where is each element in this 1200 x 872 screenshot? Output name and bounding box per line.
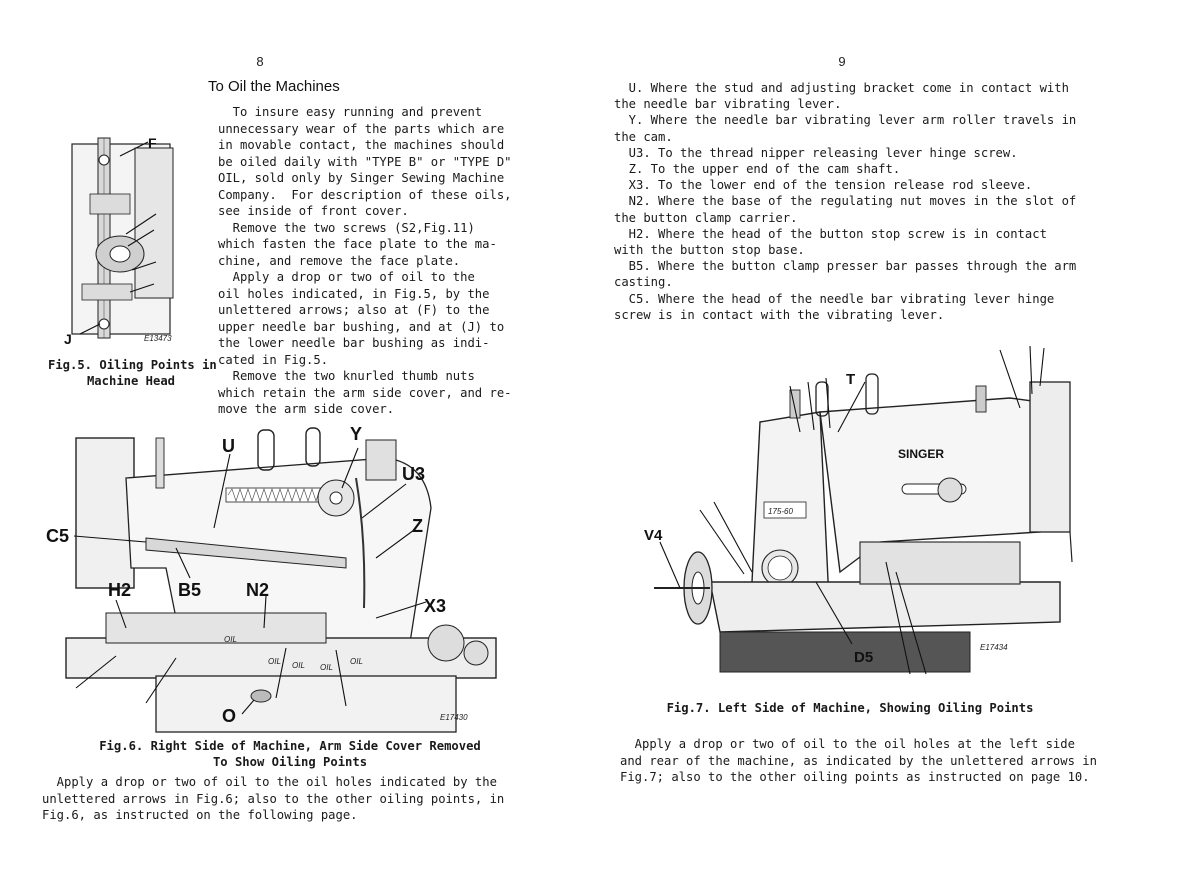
fig5-code: E13473 bbox=[144, 334, 172, 343]
fig5-illustration: F J E13473 bbox=[64, 135, 174, 347]
caption-line: To Show Oiling Points bbox=[212, 755, 368, 769]
list-line: the cam. bbox=[614, 129, 673, 144]
fig7-caption: Fig.7. Left Side of Machine, Showing Oil… bbox=[666, 701, 1034, 715]
text-line: unlettered arrows; also at (F) to the bbox=[218, 303, 490, 317]
oil-mark: OIL bbox=[292, 661, 305, 670]
fig6-label-y: Y bbox=[350, 424, 362, 444]
fig6-label-u: U bbox=[222, 436, 235, 456]
fig7-label-v4: V4 bbox=[644, 527, 663, 544]
list-line: C5. Where the head of the needle bar vib… bbox=[614, 291, 1055, 306]
text-line: cated in Fig.5. bbox=[218, 352, 329, 367]
list-line: B5. Where the button clamp presser bar p… bbox=[614, 259, 1077, 274]
caption-line: Fig.6. Right Side of Machine, Arm Side C… bbox=[99, 739, 481, 753]
text-line: the lower needle bar bushing as indi- bbox=[218, 336, 490, 350]
right-page: 9 U. Where the stud and adjusting bracke… bbox=[600, 0, 1200, 872]
fig5-label-f: F bbox=[148, 135, 157, 151]
caption-line: Fig.5. Oiling Points in bbox=[48, 358, 217, 372]
section-heading: To Oil the Machines bbox=[208, 78, 340, 95]
page-number-right: 9 bbox=[838, 54, 846, 69]
text-line: which retain the arm side cover, and re- bbox=[218, 385, 512, 400]
fig7-brand: SINGER bbox=[898, 447, 944, 461]
left-outro-paragraph: Apply a drop or two of oil to the oil ho… bbox=[42, 774, 504, 824]
text-line: which fasten the face plate to the ma- bbox=[218, 237, 497, 251]
fig6-caption: Fig.6. Right Side of Machine, Arm Side C… bbox=[40, 738, 540, 770]
fig5-label-j: J bbox=[64, 331, 72, 347]
fig6-label-x3: X3 bbox=[424, 596, 446, 616]
list-line: X3. To the lower end of the tension rele… bbox=[614, 178, 1033, 193]
text-line: be oiled daily with "TYPE B" or "TYPE D" bbox=[218, 154, 512, 169]
text-line: Fig.6, as instructed on the following pa… bbox=[42, 808, 358, 822]
fig5-caption: Fig.5. Oiling Points in Machine Head bbox=[48, 357, 217, 389]
fig5-machine-head: F J E13473 bbox=[60, 134, 210, 349]
oil-mark: OIL bbox=[268, 657, 281, 666]
fig6-label-b5: B5 bbox=[178, 580, 201, 600]
text-line: unnecessary wear of the parts which are bbox=[218, 121, 505, 136]
fig6-label-z: Z bbox=[412, 516, 423, 536]
fig7-left-side: SINGER 175-60 bbox=[640, 342, 1080, 690]
list-line: the needle bar vibrating lever. bbox=[614, 97, 842, 112]
text-line: Remove the two screws (S2,Fig.11) bbox=[218, 220, 475, 235]
fig7-illustration: SINGER 175-60 bbox=[644, 345, 1073, 675]
intro-paragraphs: To insure easy running and prevent unnece… bbox=[218, 104, 512, 418]
fig7-code: E17434 bbox=[980, 643, 1008, 652]
text-line: and rear of the machine, as indicated by… bbox=[620, 753, 1097, 768]
left-page: 8 To Oil the Machines To insure easy run… bbox=[40, 54, 540, 824]
text-line: Apply a drop or two of oil to the oil ho… bbox=[620, 737, 1075, 751]
fig6-label-o: O bbox=[222, 706, 236, 726]
text-line: OIL, sold only by Singer Sewing Machine bbox=[218, 171, 505, 185]
fig7-label-d5: D5 bbox=[854, 649, 873, 666]
list-line: Y. Where the needle bar vibrating lever … bbox=[614, 113, 1077, 128]
fig6-illustration: OIL OIL OIL OIL OIL U Y U3 C5 Z H2 B5 N2… bbox=[46, 424, 497, 733]
oil-mark: OIL bbox=[224, 635, 237, 644]
text-line: upper needle bar bushing, and at (J) to bbox=[218, 319, 505, 334]
right-outro-paragraph: Apply a drop or two of oil to the oil ho… bbox=[620, 736, 1097, 786]
list-line: H2. Where the head of the button stop sc… bbox=[614, 226, 1047, 241]
text-line: Remove the two knurled thumb nuts bbox=[218, 369, 475, 383]
text-line: chine, and remove the face plate. bbox=[218, 253, 461, 268]
oil-mark: OIL bbox=[350, 657, 363, 666]
text-line: To insure easy running and prevent bbox=[218, 105, 483, 119]
text-line: Company. For description of these oils, bbox=[218, 187, 512, 202]
text-line: unlettered arrows in Fig.6; also to the … bbox=[42, 791, 505, 806]
oil-mark: OIL bbox=[320, 663, 333, 672]
list-line: U. Where the stud and adjusting bracket … bbox=[614, 81, 1069, 95]
oiling-points-list: U. Where the stud and adjusting bracket … bbox=[614, 80, 1076, 323]
fig7-label-t: T bbox=[846, 371, 855, 388]
fig6-code: E17430 bbox=[440, 713, 468, 722]
text-line: Apply a drop or two of oil to the bbox=[218, 270, 475, 284]
list-line: screw is in contact with the vibrating l… bbox=[614, 307, 945, 322]
fig6-label-u3: U3 bbox=[402, 464, 425, 484]
caption-line: Machine Head bbox=[86, 374, 176, 388]
fig6-label-n2: N2 bbox=[246, 580, 269, 600]
list-line: with the button stop base. bbox=[614, 243, 805, 258]
text-line: Fig.7; also to the other oiling points a… bbox=[620, 770, 1090, 784]
text-line: in movable contact, the machines should bbox=[218, 138, 505, 152]
list-line: the button clamp carrier. bbox=[614, 210, 798, 225]
list-line: Z. To the upper end of the cam shaft. bbox=[614, 162, 901, 177]
text-line: move the arm side cover. bbox=[218, 402, 395, 416]
list-line: U3. To the thread nipper releasing lever… bbox=[614, 145, 1018, 160]
page-number-left: 8 bbox=[256, 54, 264, 69]
fig6-label-c5: C5 bbox=[46, 526, 69, 546]
fig6-label-h2: H2 bbox=[108, 580, 131, 600]
text-line: see inside of front cover. bbox=[218, 204, 409, 218]
fig6-right-side: OIL OIL OIL OIL OIL U Y U3 C5 Z H2 B5 N2… bbox=[46, 418, 516, 736]
list-line: N2. Where the base of the regulating nut… bbox=[614, 194, 1077, 209]
text-line: oil holes indicated, in Fig.5, by the bbox=[218, 286, 490, 301]
fig7-model: 175-60 bbox=[768, 507, 793, 516]
text-line: Apply a drop or two of oil to the oil ho… bbox=[42, 775, 497, 789]
list-line: casting. bbox=[614, 275, 673, 290]
